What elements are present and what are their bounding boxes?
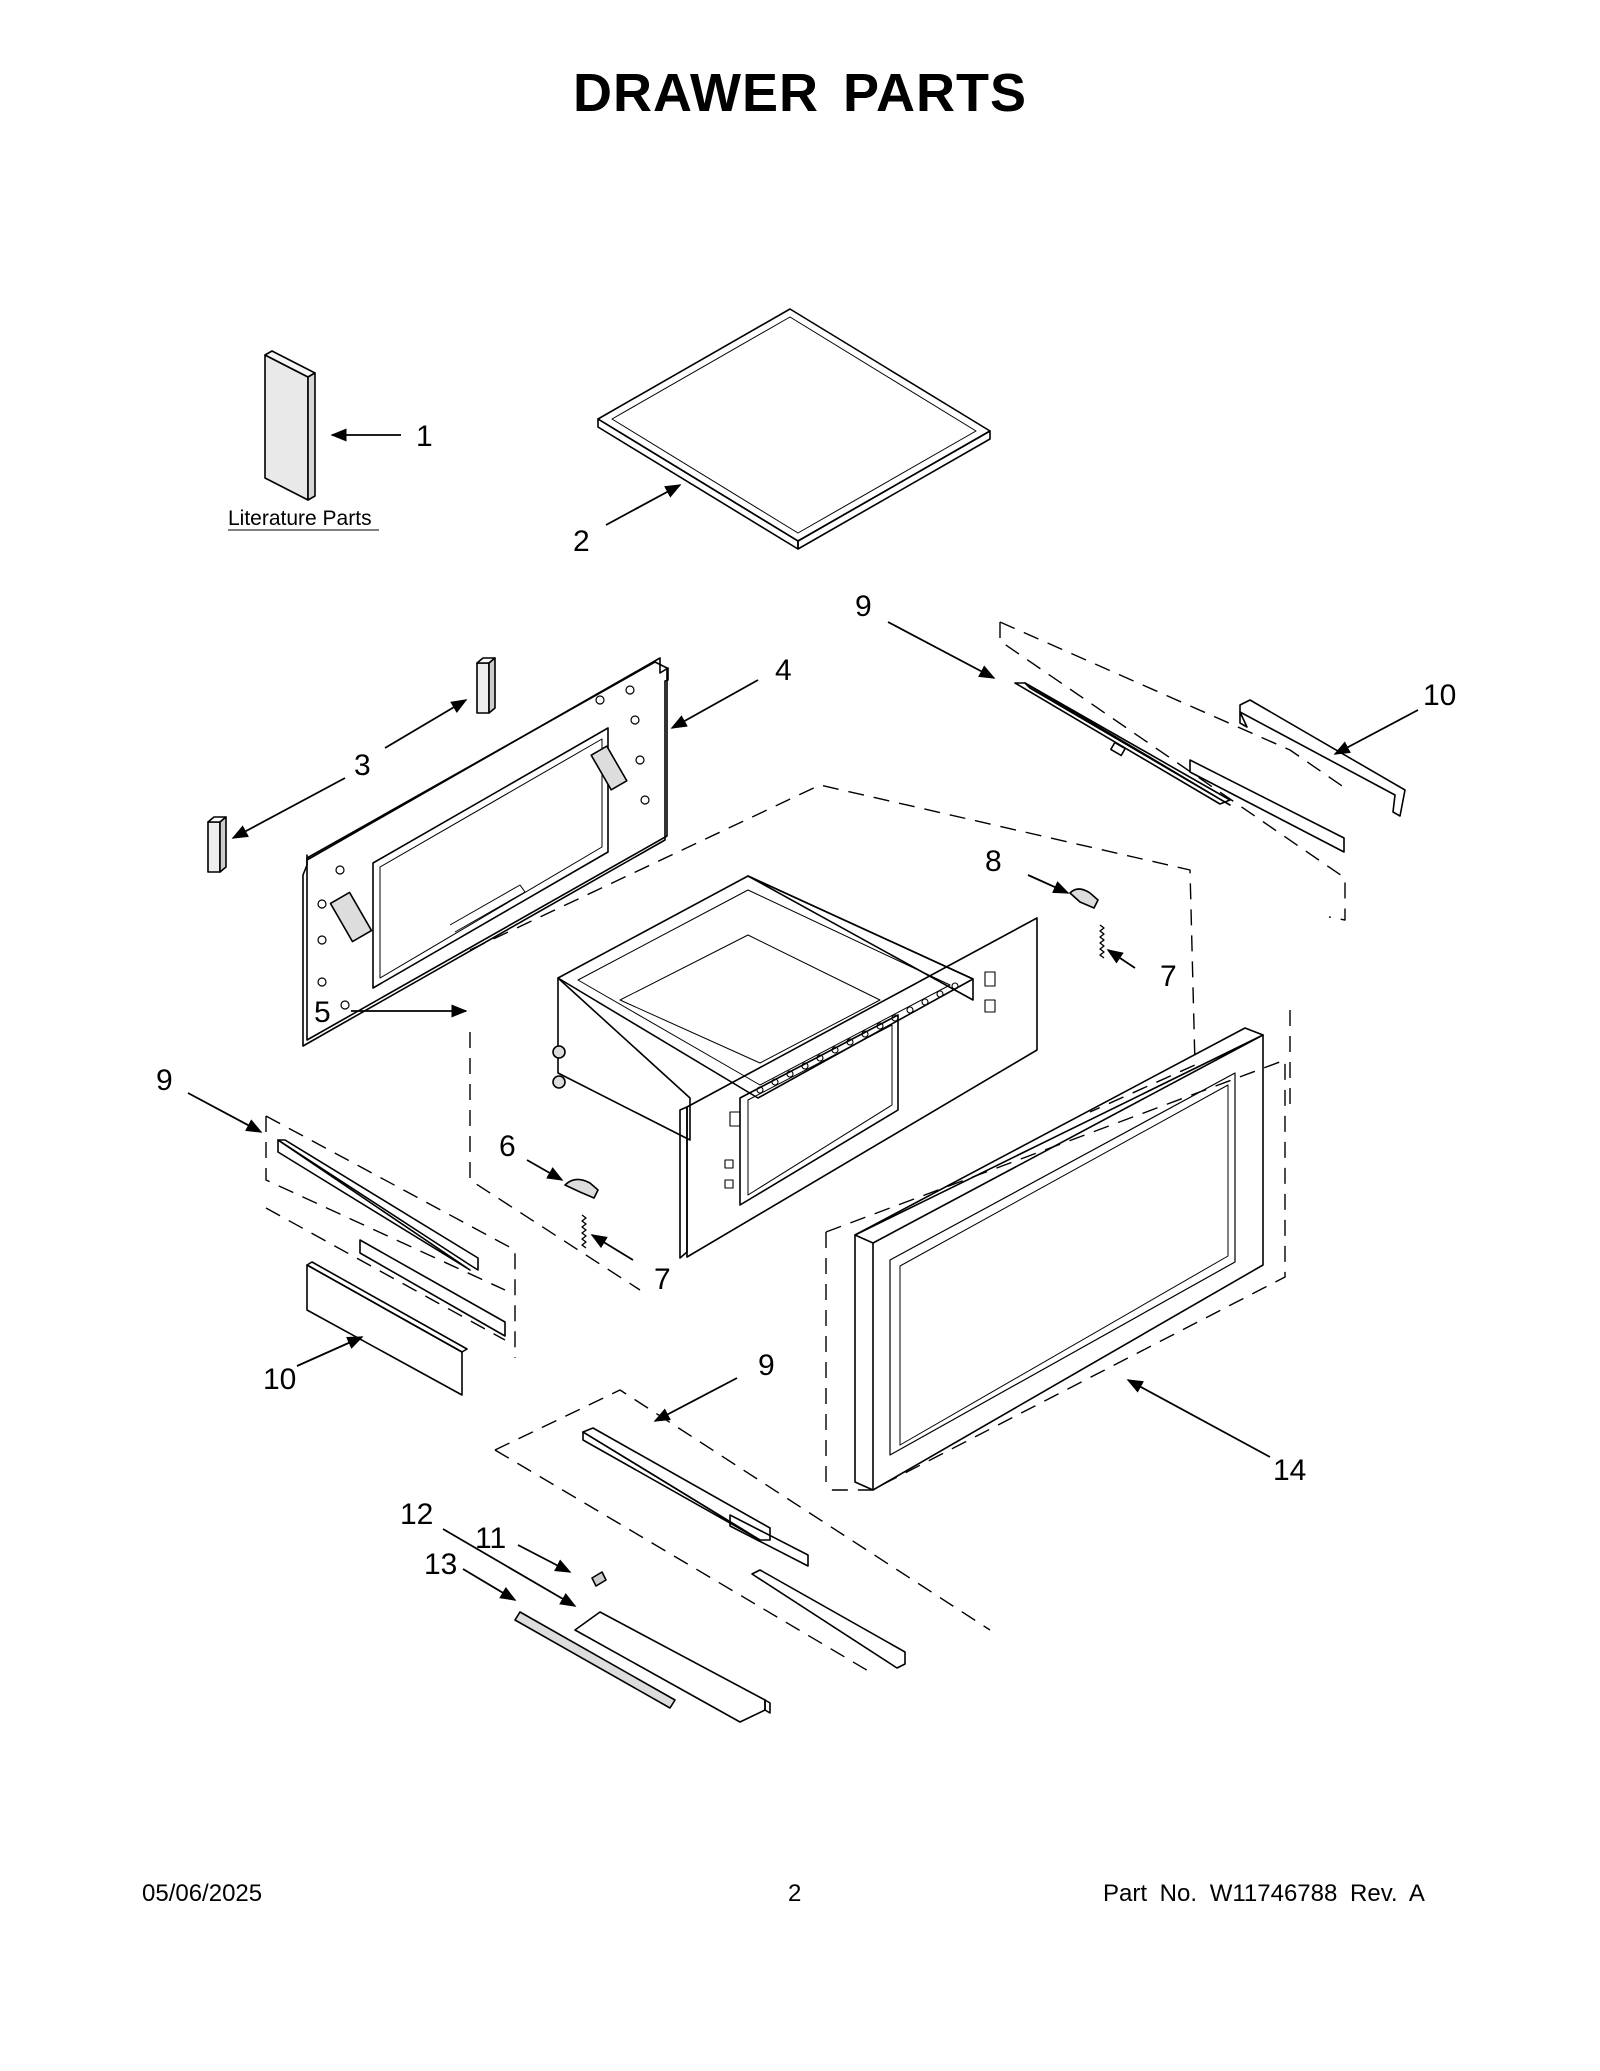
slide-rail-bottom [582, 1427, 906, 1669]
footer-date: 05/06/2025 [142, 1880, 263, 1907]
literature-booklet [264, 350, 316, 501]
leader-7a [590, 1234, 634, 1261]
callout-8: 8 [985, 845, 1002, 878]
leader-7b [1106, 949, 1136, 969]
callout-11: 11 [475, 1522, 506, 1555]
drawer-front [854, 1027, 1264, 1491]
leader-3b [231, 777, 346, 839]
callout-14: 14 [1273, 1454, 1306, 1487]
callout-4: 4 [775, 654, 792, 687]
spring-upper [1099, 924, 1105, 959]
leader-10a [1333, 709, 1419, 755]
mounting-rail-upper [1239, 699, 1406, 817]
drawer-box [552, 875, 1038, 1259]
mounting-rail-left [306, 1261, 468, 1396]
slide-rail-upper [1014, 682, 1345, 853]
drawer-back-panel [302, 657, 669, 1047]
footer-part-number: Part No. W11746788 Rev. A [1103, 1880, 1425, 1907]
page-title: DRAWER PARTS [572, 63, 1027, 123]
slide-rail-left [277, 1139, 506, 1337]
leader-13 [462, 1568, 517, 1601]
callout-7-lower: 7 [654, 1263, 671, 1296]
callout-13: 13 [424, 1548, 457, 1581]
leader-10b [296, 1336, 364, 1367]
callout-9-bottom: 9 [758, 1349, 775, 1382]
callout-7-upper: 7 [1160, 960, 1177, 993]
leader-6 [526, 1159, 564, 1181]
latch-part-upper [1069, 888, 1099, 909]
footer-page-number: 2 [788, 1880, 802, 1907]
leader-9c [653, 1377, 738, 1422]
latch-part [564, 1178, 599, 1199]
leader-12 [442, 1528, 577, 1607]
assembly-boundaries [265, 621, 1346, 1673]
callout-3: 3 [354, 749, 371, 782]
callout-2: 2 [573, 525, 590, 558]
leader-11 [517, 1544, 572, 1573]
leader-2 [605, 484, 682, 526]
callout-9-upper: 9 [855, 590, 872, 623]
bracket-upper [476, 657, 496, 714]
literature-parts-label: Literature Parts [228, 507, 372, 530]
leader-4 [670, 679, 759, 729]
leader-9a [887, 621, 996, 679]
drawer-mat [597, 308, 991, 550]
callout-6: 6 [499, 1130, 516, 1163]
callout-12: 12 [400, 1498, 433, 1531]
callout-1: 1 [416, 420, 433, 453]
callout-10-upper: 10 [1423, 679, 1456, 712]
callout-5: 5 [314, 996, 331, 1029]
leader-8 [1027, 874, 1070, 894]
callout-9-left: 9 [156, 1064, 173, 1097]
callout-10-left: 10 [263, 1363, 296, 1396]
leader-9b [187, 1092, 263, 1133]
spring-lower [581, 1214, 587, 1249]
bracket-lower [207, 816, 227, 873]
leader-3a [384, 699, 468, 749]
leader-14 [1126, 1379, 1271, 1458]
guide-assembly [514, 1571, 771, 1723]
